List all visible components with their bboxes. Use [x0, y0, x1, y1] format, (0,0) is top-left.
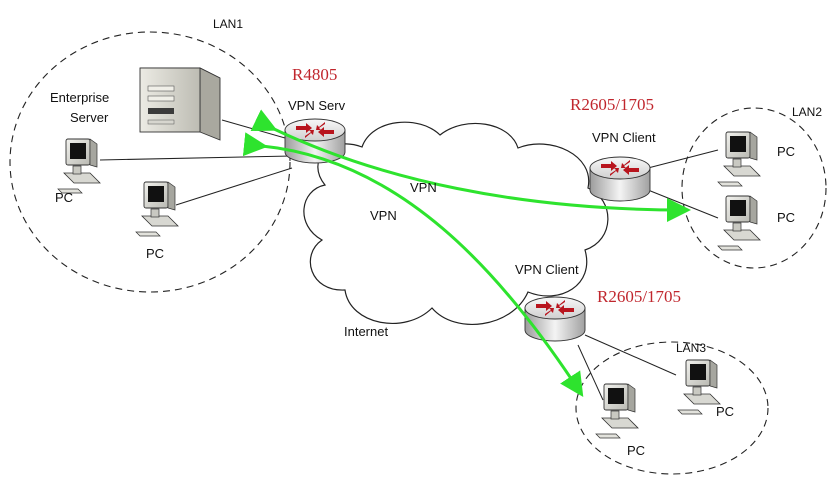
lan1-label: LAN1	[213, 17, 243, 31]
lan3-label: LAN3	[676, 341, 706, 355]
link-clientb-pc5	[584, 334, 677, 376]
server-label-line1: Enterprise	[50, 90, 109, 105]
pc-icon	[717, 131, 761, 187]
router-icon	[524, 296, 586, 342]
pc-icon	[677, 359, 721, 415]
link-clienta-pc4	[647, 189, 719, 219]
link-clientb-pc6	[577, 344, 604, 401]
pc-icon	[595, 383, 639, 439]
pc-label: PC	[716, 404, 734, 419]
pc-label: PC	[777, 210, 795, 225]
pc-icon	[135, 181, 179, 237]
server-icon	[139, 67, 221, 141]
link-server-hub	[221, 119, 293, 141]
link-pc2-hub	[175, 167, 293, 206]
client-b-router-role: VPN Client	[515, 262, 579, 277]
link-pc1-hub	[99, 155, 293, 161]
pc-icon	[717, 195, 761, 251]
client-a-router-name: R2605/1705	[570, 95, 654, 114]
link-clienta-pc3	[647, 149, 719, 169]
tunnel-label: VPN	[410, 180, 437, 195]
tunnel-label: VPN	[370, 208, 397, 223]
pc-label: PC	[627, 443, 645, 458]
router-icon	[589, 156, 651, 202]
pc-label: PC	[55, 190, 73, 205]
pc-icon	[57, 138, 101, 194]
internet-cloud	[303, 121, 609, 326]
lan2-boundary	[681, 107, 827, 269]
pc-label: PC	[777, 144, 795, 159]
internet-label: Internet	[344, 324, 388, 339]
server-label-line2: Server	[70, 110, 109, 125]
client-b-router-name: R2605/1705	[597, 287, 681, 306]
lan3-boundary	[575, 341, 769, 475]
lan2-label: LAN2	[792, 105, 822, 119]
hub-router-role: VPN Serv	[288, 98, 346, 113]
vpn-tunnel-to-lan3	[242, 132, 584, 398]
hub-router-name: R4805	[292, 65, 337, 84]
client-a-router-role: VPN Client	[592, 130, 656, 145]
pc-label: PC	[146, 246, 164, 261]
